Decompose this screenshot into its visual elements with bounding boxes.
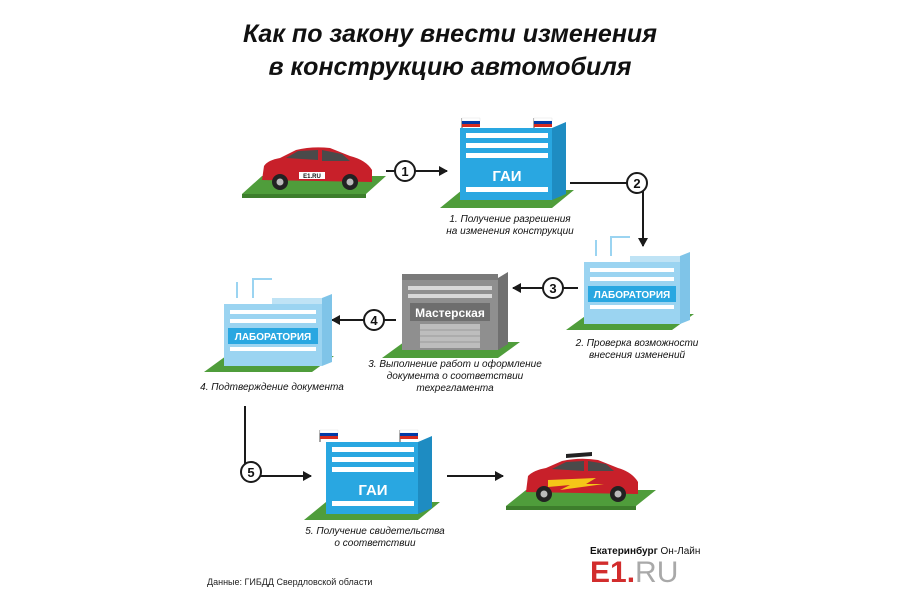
- brand-logo-main: E1.: [590, 556, 636, 589]
- step-number-3-badge: [542, 277, 564, 299]
- laboratory-building-2-icon: ЛАБОРАТОРИЯ: [566, 236, 694, 330]
- step-number-5: 5: [247, 465, 254, 480]
- step-number-4-badge: [363, 309, 385, 331]
- source-note: Данные: ГИБДД Свердловской области: [207, 577, 373, 587]
- gai-building-5-icon: ГАИ: [304, 429, 440, 520]
- step-number-1: 1: [401, 164, 408, 179]
- title-line-1: Как по закону внести изменения: [243, 20, 657, 48]
- workshop-label: Мастерская: [415, 306, 485, 320]
- brand-logo-suffix: RU: [635, 556, 679, 589]
- brand-city-name: Екатеринбург: [590, 546, 658, 557]
- step-number-1-badge: [394, 160, 416, 182]
- gai-building-1-icon: ГАИ: [440, 117, 574, 208]
- brand-city-suffix: Он-Лайн: [660, 546, 701, 557]
- step-3-caption: 3. Выполнение работ и оформление докумен…: [355, 359, 555, 395]
- step-2-caption: 2. Проверка возможности внесения изменен…: [552, 338, 722, 362]
- step-number-4: 4: [370, 313, 378, 328]
- lab-2-label: ЛАБОРАТОРИЯ: [594, 290, 670, 301]
- tuned-car-icon: [506, 452, 656, 510]
- step-number-3: 3: [549, 281, 556, 296]
- step-4-caption: 4. Подтверждение документа: [182, 382, 362, 394]
- step-1-caption: 1. Получение разрешения на изменения кон…: [420, 214, 600, 238]
- step-1-caption-line-2: на изменения конструкции: [446, 226, 574, 237]
- step-2-caption-line-2: внесения изменений: [588, 350, 686, 361]
- step-2-caption-line-1: 2. Проверка возможности: [575, 338, 699, 349]
- gai-5-label: ГАИ: [358, 482, 387, 499]
- step-number-2: 2: [633, 176, 640, 191]
- gai-1-label: ГАИ: [492, 168, 521, 185]
- title-line-2: в конструкцию автомобиля: [268, 53, 632, 81]
- laboratory-building-4-icon: ЛАБОРАТОРИЯ: [204, 278, 334, 372]
- step-5-caption-line-1: 5. Получение свидетельства: [305, 526, 445, 537]
- brand-logo: E1.RU: [590, 556, 678, 590]
- step-1-caption-line-1: 1. Получение разрешения: [449, 214, 571, 225]
- step-3-caption-line-2: документа о соответствии: [386, 371, 524, 382]
- brand-city: Екатеринбург Он-Лайн: [590, 546, 700, 557]
- page-title: Как по закону внести изменения в констру…: [0, 18, 900, 84]
- step-3-caption-line-3: техрегламента: [416, 383, 494, 394]
- step-number-5-badge: [240, 461, 262, 483]
- step-number-2-badge: [626, 172, 648, 194]
- start-car-icon: E1.RU: [242, 147, 386, 198]
- car-plate-text: E1.RU: [303, 174, 321, 180]
- step-3-caption-line-1: 3. Выполнение работ и оформление: [368, 359, 542, 370]
- step-5-caption: 5. Получение свидетельства о соответстви…: [290, 526, 460, 550]
- workshop-building-icon: Мастерская: [382, 272, 520, 358]
- lab-4-label: ЛАБОРАТОРИЯ: [235, 332, 311, 343]
- step-4-caption-line-1: 4. Подтверждение документа: [200, 382, 344, 393]
- step-5-caption-line-2: о соответствии: [334, 538, 416, 549]
